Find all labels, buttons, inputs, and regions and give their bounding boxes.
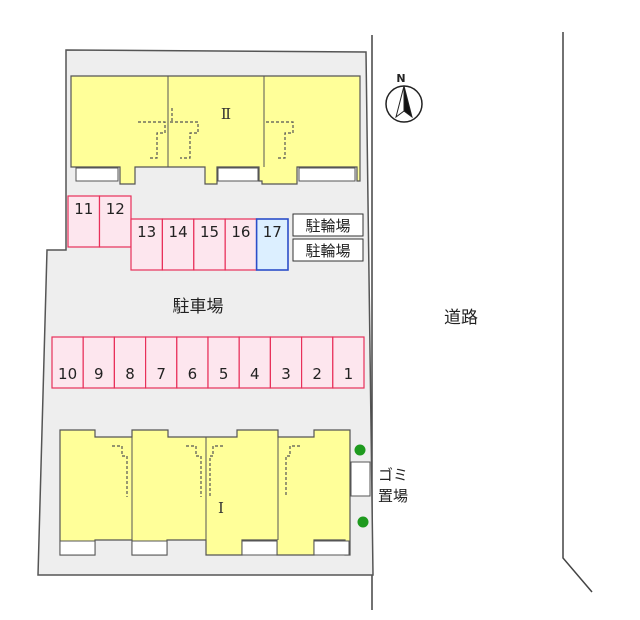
parking-space-1: 1 (332, 336, 365, 389)
parking-space-9: 9 (82, 336, 115, 389)
parking-space-number: 8 (125, 365, 135, 383)
parking-space-number: 7 (156, 365, 166, 383)
parking-space-number: 15 (200, 223, 219, 241)
parking-row-11-12: 11 12 (67, 195, 132, 248)
north-label: N (396, 72, 405, 85)
parking-space-11: 11 (67, 195, 101, 248)
parking-space-number: 11 (74, 200, 93, 218)
parking-space-13: 13 (130, 218, 163, 271)
road-line-right (562, 32, 593, 593)
trash-area: ゴミ 置場 (350, 444, 408, 528)
building-2: Ⅱ (70, 75, 361, 185)
parking-space-number: 4 (250, 365, 260, 383)
parking-row-13-17: 13 14 15 16 17 (130, 218, 289, 271)
parking-space-12: 12 (98, 195, 132, 248)
parking-space-number: 5 (219, 365, 229, 383)
parking-space-number: 3 (281, 365, 291, 383)
road-label: 道路 (444, 308, 478, 328)
parking-space-10: 10 (51, 336, 84, 389)
trash-label-line-1: ゴミ (378, 466, 408, 484)
parking-space-6: 6 (176, 336, 209, 389)
parking-label: 駐車場 (173, 297, 224, 317)
bicycle-parking-label-1: 駐輪場 (292, 213, 364, 237)
building-2-label: Ⅱ (221, 105, 231, 123)
trash-label-line-2: 置場 (378, 487, 408, 505)
parking-space-14: 14 (161, 218, 195, 271)
parking-space-3: 3 (269, 336, 303, 389)
bicycle-parking-label-2: 駐輪場 (292, 238, 364, 262)
parking-space-number: 16 (231, 223, 250, 241)
building-1: Ⅰ (59, 429, 351, 556)
trash-marker-bottom (357, 516, 369, 528)
parking-row-1-10: 10 9 8 7 6 5 4 3 2 1 (51, 336, 365, 389)
parking-space-7: 7 (145, 336, 178, 389)
parking-space-number: 12 (106, 200, 125, 218)
parking-space-5: 5 (207, 336, 240, 389)
svg-text:駐輪場: 駐輪場 (305, 217, 350, 235)
parking-space-number: 17 (263, 223, 282, 241)
north-compass: N (385, 72, 423, 123)
building-1-label: Ⅰ (218, 499, 224, 517)
parking-space-2: 2 (301, 336, 334, 389)
svg-text:駐輪場: 駐輪場 (305, 242, 350, 260)
parking-space-number: 9 (94, 365, 104, 383)
parking-space-number: 2 (312, 365, 322, 383)
parking-space-number: 1 (344, 365, 354, 383)
trash-marker-top (354, 444, 366, 456)
parking-space-number: 10 (58, 365, 77, 383)
parking-space-15: 15 (193, 218, 226, 271)
parking-space-number: 14 (169, 223, 188, 241)
parking-space-4: 4 (238, 336, 271, 389)
parking-space-16: 16 (224, 218, 258, 271)
parking-space-number: 6 (188, 365, 198, 383)
parking-space-number: 13 (137, 223, 156, 241)
parking-space-17: 17 (255, 218, 289, 271)
parking-space-8: 8 (113, 336, 147, 389)
